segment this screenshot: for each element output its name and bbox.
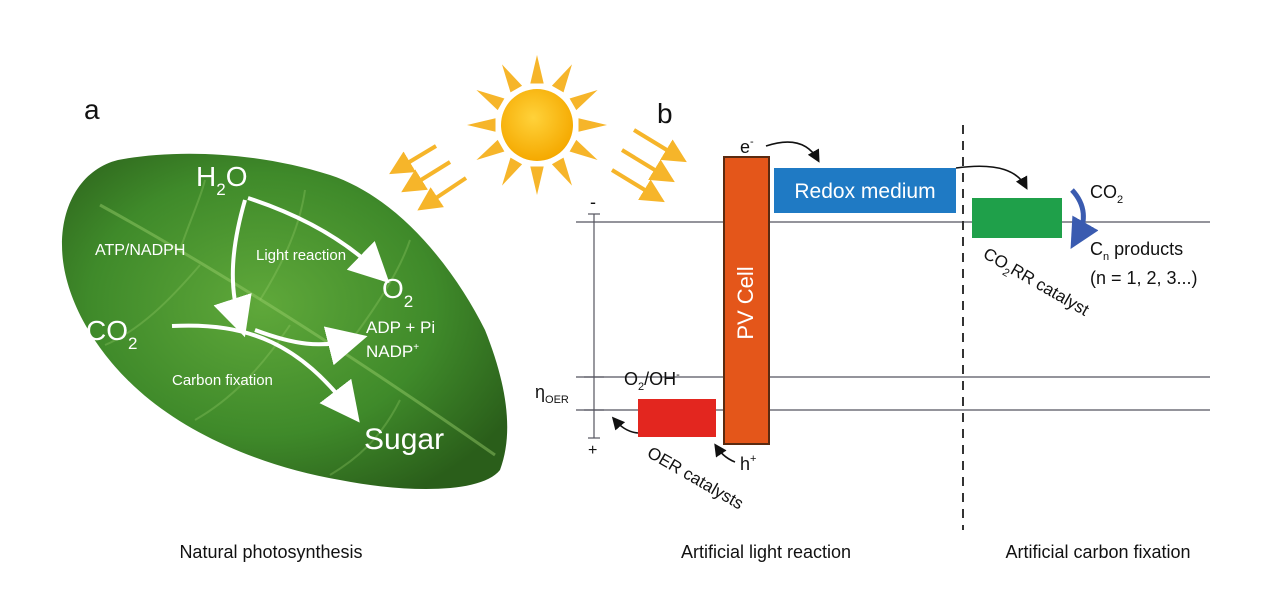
sunlight-arrow <box>620 148 675 183</box>
oer-catalyst-box <box>638 399 716 437</box>
sunlight-arrows <box>389 128 687 211</box>
co2-reduction-arrow <box>1070 188 1099 250</box>
redox-medium-label: Redox medium <box>794 180 935 203</box>
caption-artificial-light-reaction: Artificial light reaction <box>681 542 851 562</box>
electron-label: e- <box>740 136 754 157</box>
sun-icon <box>467 55 607 195</box>
sunlight-arrow <box>632 128 687 163</box>
carbon-fixation-label: Carbon fixation <box>172 372 273 389</box>
o2-label: O2 <box>382 273 413 311</box>
minus-sign: - <box>590 192 596 212</box>
light-reaction-label: Light reaction <box>256 247 346 264</box>
o2-oh-label: O2/OH- <box>624 369 680 393</box>
co2-label: CO2 <box>86 315 137 353</box>
sun-ray <box>551 157 572 186</box>
light-reaction-arrow <box>247 196 390 284</box>
co2-reactant-label: CO2 <box>1090 182 1123 206</box>
leaf-vein <box>104 264 201 346</box>
caption-natural-photosynthesis: Natural photosynthesis <box>179 542 362 562</box>
redox-medium-box <box>774 168 956 213</box>
sun-ray <box>502 157 523 186</box>
potential-axis <box>584 213 604 439</box>
eta-oer-label: ηOER <box>535 382 569 406</box>
h2o-label: H2O <box>196 161 247 199</box>
hole-to-oer-arrow <box>714 443 736 463</box>
sun-ray <box>502 64 523 93</box>
co2rr-catalyst-label: CO2RR catalyst <box>978 244 1092 323</box>
sunlight-arrow <box>401 160 452 193</box>
leaf <box>62 153 508 490</box>
sun-ray <box>476 139 505 160</box>
sun-ray <box>530 55 544 84</box>
cn-products-label: Cn products <box>1090 239 1183 263</box>
sun-ray <box>467 118 496 132</box>
caption-artificial-carbon-fixation: Artificial carbon fixation <box>1005 542 1190 562</box>
charge-arrows <box>611 141 1028 463</box>
atp-nadph-label: ATP/NADPH <box>95 242 185 259</box>
oer-to-o2-arrow <box>611 416 639 434</box>
plus-sign: + <box>588 442 597 459</box>
sunlight-arrow <box>389 144 438 175</box>
nadp-label: NADP+ <box>366 342 419 361</box>
oer-catalysts-label: OER catalysts <box>644 443 747 513</box>
sun-ray <box>578 118 607 132</box>
co2rr-catalyst-box <box>972 198 1062 238</box>
sun-ray <box>530 166 544 195</box>
leaf-vein <box>259 189 306 301</box>
panel-a-letter: a <box>84 94 100 125</box>
adp-arrow <box>254 326 368 366</box>
sun-ray <box>476 90 505 111</box>
leaf-vein <box>179 179 206 251</box>
sun-ray <box>569 90 598 111</box>
h2o-down-arrow <box>213 199 252 338</box>
sugar-label: Sugar <box>364 423 444 456</box>
hole-label: h+ <box>740 453 756 474</box>
pv-cell <box>723 156 770 445</box>
leaf-blade <box>62 153 508 490</box>
adp-pi-label: ADP + Pi <box>366 318 435 337</box>
sunlight-arrow <box>417 176 468 211</box>
sun-ray <box>551 64 572 93</box>
panel-b-letter: b <box>657 98 673 129</box>
leaf-vein <box>329 399 401 476</box>
sun-ray <box>569 139 598 160</box>
sunlight-arrow <box>610 168 665 203</box>
leaf-arrows <box>171 196 390 423</box>
pv-cell-label: PV Cell <box>733 266 758 339</box>
sun-disc <box>501 89 573 161</box>
sugar-arrow <box>171 323 360 423</box>
n-values-label: (n = 1, 2, 3...) <box>1090 268 1198 288</box>
redox-to-co2rr-arrow <box>955 165 1028 190</box>
leaf-midrib <box>99 203 496 457</box>
electron-to-redox-arrow <box>765 141 820 163</box>
